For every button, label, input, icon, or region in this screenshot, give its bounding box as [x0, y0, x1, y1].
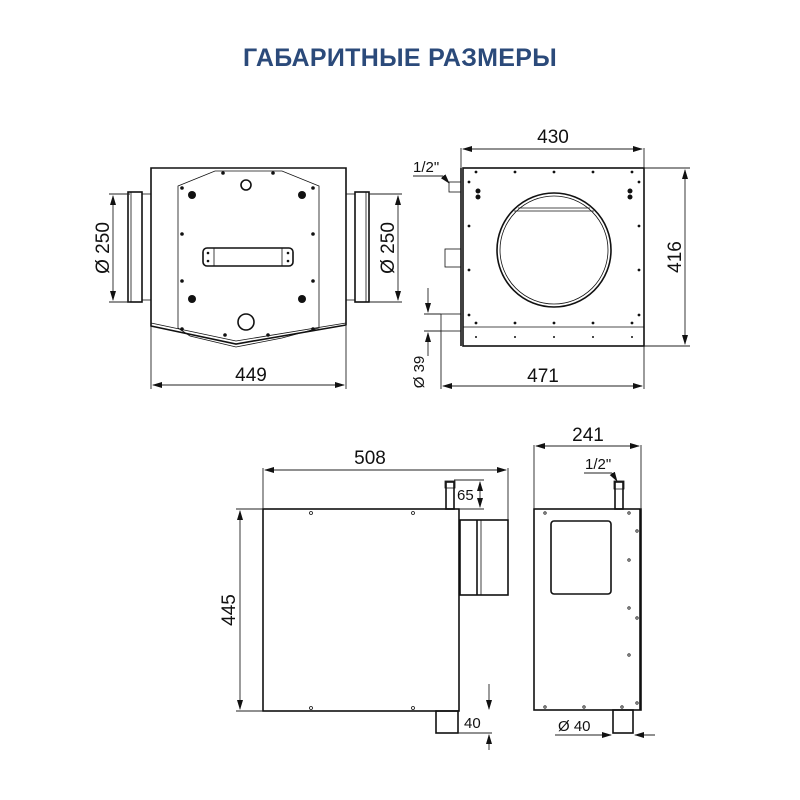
front-view-width-top: 430	[537, 127, 569, 148]
end-view: 241 1/2" Ø 40	[533, 425, 655, 738]
side-view-fitting-height: 65	[457, 487, 474, 504]
side-view-drain-height: 40	[464, 715, 481, 732]
inlet-right-diameter: Ø 250	[378, 222, 399, 274]
front-view-height: 416	[665, 241, 686, 273]
top-view-width: 449	[235, 365, 267, 386]
top-view: Ø 250 Ø 250 449	[93, 167, 402, 389]
side-view-height: 445	[219, 594, 240, 626]
front-view: 430 416 471 Ø 39 1/2"	[411, 127, 690, 389]
front-view-thread: 1/2"	[413, 159, 439, 176]
page-title: ГАБАРИТНЫЕ РАЗМЕРЫ	[242, 44, 558, 72]
end-view-thread: 1/2"	[585, 456, 611, 473]
side-view: 508 445 65 40	[219, 448, 509, 750]
inlet-left-diameter: Ø 250	[93, 222, 114, 274]
end-view-drain-diameter: Ø 40	[558, 718, 591, 735]
front-view-width-bottom: 471	[527, 366, 559, 387]
end-view-width: 241	[572, 425, 604, 446]
side-view-length: 508	[354, 448, 386, 469]
front-view-drain-diameter: Ø 39	[411, 356, 428, 389]
